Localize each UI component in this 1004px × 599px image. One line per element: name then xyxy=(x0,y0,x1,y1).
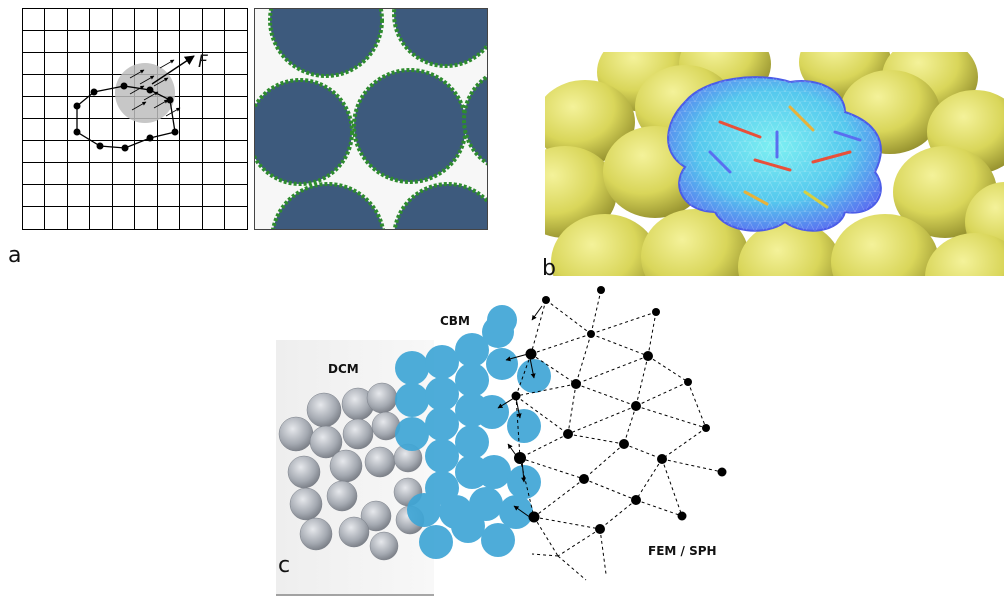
panel-a-grid xyxy=(22,8,248,230)
dcm-label: DCM xyxy=(328,362,359,376)
fem-nodes xyxy=(511,286,727,534)
cell xyxy=(392,182,488,230)
cell xyxy=(352,68,468,184)
panel-b-render xyxy=(545,52,1004,276)
grid-lines xyxy=(22,8,248,230)
panel-b-letter: b xyxy=(542,256,556,281)
coupling-arrows xyxy=(497,305,543,519)
force-label: F xyxy=(198,52,208,72)
cell xyxy=(268,8,384,78)
panel-a-suspension xyxy=(254,8,488,230)
force-spread-arrows xyxy=(129,59,181,117)
force-arrow xyxy=(151,55,195,85)
influence-region xyxy=(115,63,175,123)
fem-mesh-edges xyxy=(515,289,723,581)
cell xyxy=(254,78,354,186)
cell xyxy=(462,73,488,167)
cell xyxy=(392,8,488,68)
cbm-label: CBM xyxy=(440,314,470,328)
panel-c-coupling xyxy=(276,286,727,596)
cell xyxy=(270,182,386,230)
cbm-particles xyxy=(395,305,551,559)
panel-c-letter: c xyxy=(278,553,291,578)
panel-a-letter: a xyxy=(8,243,22,268)
fem-sph-label: FEM / SPH xyxy=(648,544,717,558)
dcm-particles xyxy=(278,382,425,561)
deformed-mesh xyxy=(667,76,882,232)
